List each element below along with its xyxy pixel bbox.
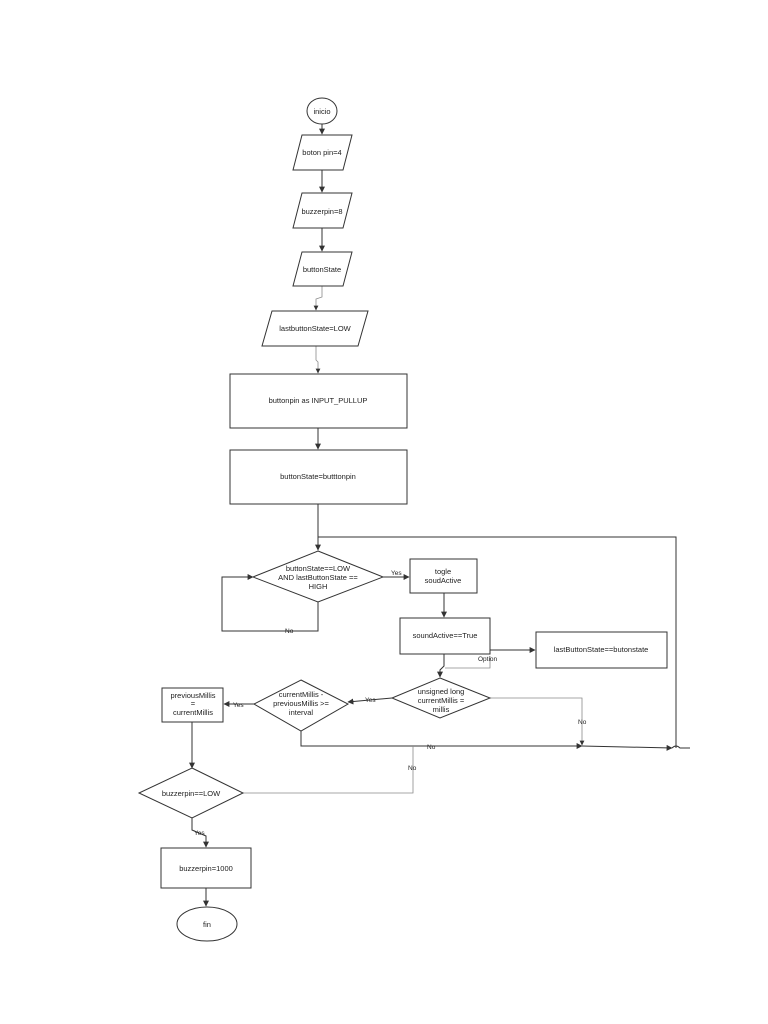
edge-loop-return — [318, 536, 677, 748]
edge-sound-option — [445, 656, 491, 669]
toggle-line-2: soudActive — [425, 576, 462, 585]
start-node: inicio — [306, 97, 338, 125]
edge-interval-no-bottom — [300, 731, 583, 749]
label-yes-prev: Yes — [233, 702, 244, 709]
prev-millis-line-3: currentMillis — [173, 708, 213, 717]
edge-labels: Yes No Option Yes Yes No No No Yes — [194, 570, 587, 837]
buttonstate-label: buttonState — [303, 265, 341, 274]
lastbuttonstate-label: lastbuttonState=LOW — [279, 324, 351, 333]
edge-buzzerlow-no — [243, 746, 414, 794]
nodes: inicio boton pin=4 buzzerpin=8 buttonSta… — [137, 97, 668, 942]
lastbuttonstate-node: lastbuttonState=LOW — [261, 310, 369, 347]
sound-active-node: soundActive==True — [399, 617, 491, 655]
buzzerpin-label: buzzerpin=8 — [301, 207, 342, 216]
edge-loop-hook — [671, 745, 690, 749]
read-node: buttonState=butttonpin — [229, 449, 408, 505]
edge-to-loop-end — [581, 744, 673, 751]
last-update-label: lastButtonState==butonstate — [554, 645, 649, 654]
decision-button-node: buttonState==LOW AND lastButtonState == … — [251, 550, 385, 603]
millis-line-3: millis — [433, 705, 450, 714]
buzzer-1000-label: buzzerpin=1000 — [179, 864, 233, 873]
prev-millis-line-2: = — [191, 699, 196, 708]
pinmode-node: buttonpin as INPUT_PULLUP — [229, 373, 408, 429]
millis-line-1: unsigned long — [418, 687, 465, 696]
edge-buzzerlow-yes — [191, 818, 209, 848]
buzzer-low-label: buzzerpin==LOW — [162, 789, 221, 798]
label-no-loop: No — [285, 628, 294, 635]
prev-millis-line-1: previousMillis — [170, 691, 215, 700]
label-option: Option — [478, 656, 498, 663]
label-no-bottom: No — [427, 744, 436, 751]
interval-check-line-1: currentMillis - — [279, 690, 324, 699]
label-yes-toggle: Yes — [391, 570, 402, 577]
millis-node: unsigned long currentMillis = millis — [390, 677, 492, 719]
label-no-buzzer: No — [408, 765, 417, 772]
millis-line-2: currentMillis = — [418, 696, 465, 705]
read-label: buttonState=butttonpin — [280, 472, 356, 481]
buttonstate-node: buttonState — [292, 251, 353, 287]
last-update-node: lastButtonState==butonstate — [535, 631, 668, 669]
interval-check-node: currentMillis - previousMillis >= interv… — [252, 679, 350, 732]
boton-pin-label: boton pin=4 — [302, 148, 341, 157]
prev-millis-node: previousMillis = currentMillis — [161, 687, 224, 723]
buzzerpin-node: buzzerpin=8 — [292, 192, 353, 229]
edge-millis-no-right — [490, 697, 585, 746]
end-label: fin — [203, 920, 211, 929]
label-no-right: No — [578, 719, 587, 726]
boton-pin-node: boton pin=4 — [292, 134, 353, 171]
decision-button-line-3: HIGH — [309, 582, 328, 591]
buzzer-1000-node: buzzerpin=1000 — [160, 847, 252, 889]
end-node: fin — [176, 906, 238, 942]
start-label: inicio — [313, 107, 330, 116]
buzzer-low-node: buzzerpin==LOW — [137, 767, 245, 819]
toggle-node: togle soudActive — [409, 558, 478, 594]
pinmode-label: buttonpin as INPUT_PULLUP — [269, 396, 368, 405]
sound-active-label: soundActive==True — [413, 631, 478, 640]
decision-button-line-1: buttonState==LOW — [286, 564, 351, 573]
edge-millis-interval — [347, 697, 393, 705]
label-yes-interval: Yes — [365, 697, 376, 704]
label-yes-buzzer: Yes — [194, 830, 205, 837]
edge-last-pinmode — [315, 346, 321, 374]
interval-check-line-2: previousMillis >= — [273, 699, 329, 708]
interval-check-line-3: interval — [289, 708, 314, 717]
edge-buttonstate-last — [313, 286, 323, 311]
edge-decision-no-loop — [221, 574, 319, 632]
edges — [189, 124, 690, 907]
edge-sound-millis — [437, 654, 445, 678]
decision-button-line-2: AND lastButtonState == — [278, 573, 358, 582]
toggle-line-1: togle — [435, 567, 451, 576]
